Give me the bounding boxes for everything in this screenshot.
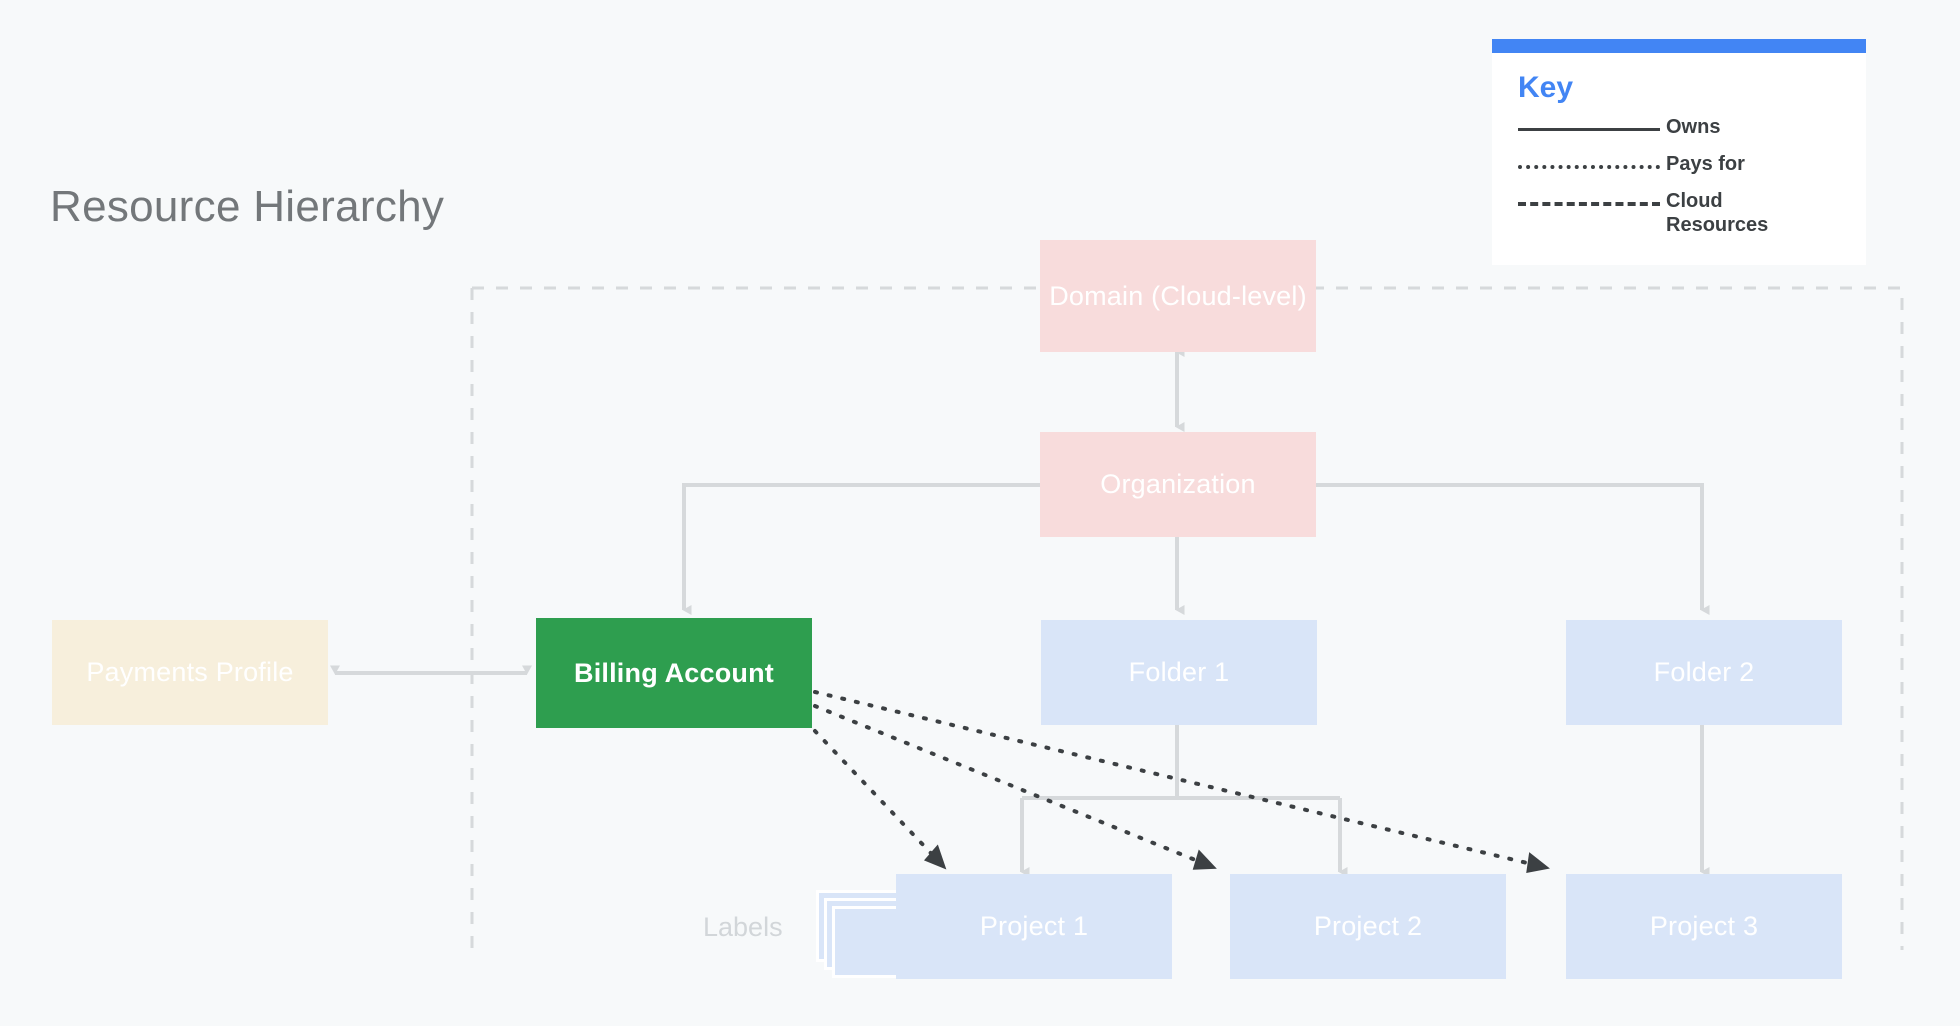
node-project-2-label: Project 2 — [1313, 911, 1423, 942]
node-folder-1-label: Folder 1 — [1128, 657, 1230, 688]
legend-label-pays-for: Pays for — [1666, 153, 1745, 175]
node-folder-2[interactable]: Folder 2 — [1566, 620, 1842, 725]
edge-organization-billing-account — [682, 483, 1040, 615]
dashed-line-icon — [1518, 193, 1666, 215]
legend-row-cloud-resources: Cloud Resources — [1518, 189, 1840, 238]
node-project-1[interactable]: Project 1 — [896, 874, 1172, 979]
edge-billing-pays-project-1 — [813, 729, 947, 870]
solid-line-icon — [1518, 119, 1666, 141]
legend-title: Key — [1518, 71, 1574, 104]
node-folder-2-label: Folder 2 — [1653, 657, 1755, 688]
node-domain-label: Domain (Cloud-level) — [1049, 280, 1307, 311]
node-project-1-label: Project 1 — [979, 911, 1089, 942]
edge-organization-folder-2 — [1315, 483, 1710, 615]
node-project-2[interactable]: Project 2 — [1230, 874, 1506, 979]
node-billing-account-label: Billing Account — [574, 657, 774, 688]
legend-row-owns: Owns — [1518, 115, 1840, 141]
node-folder-1[interactable]: Folder 1 — [1041, 620, 1317, 725]
legend-row-pays-for: Pays for — [1518, 152, 1840, 178]
dotted-line-icon — [1518, 156, 1666, 178]
node-project-3-label: Project 3 — [1649, 911, 1759, 942]
legend-label-cloud-resources: Cloud Resources — [1666, 190, 1769, 237]
legend-body: Key Owns Pays for Cloud Resources — [1492, 53, 1866, 265]
node-organization[interactable]: Organization — [1040, 432, 1316, 537]
legend-panel: Key Owns Pays for Cloud Resources — [1492, 39, 1866, 265]
labels-annotation: Labels — [703, 912, 783, 942]
node-organization-label: Organization — [1100, 469, 1256, 500]
legend-accent-bar — [1492, 39, 1866, 53]
node-payments-profile[interactable]: Payments Profile — [52, 620, 328, 725]
node-project-3[interactable]: Project 3 — [1566, 874, 1842, 979]
node-payments-profile-label: Payments Profile — [86, 657, 294, 688]
legend-label-owns: Owns — [1666, 116, 1721, 138]
page-title: Resource Hierarchy — [50, 182, 445, 231]
node-billing-account[interactable]: Billing Account — [536, 618, 812, 728]
edge-folder-1-projects — [1020, 725, 1348, 877]
node-domain[interactable]: Domain (Cloud-level) — [1040, 240, 1316, 352]
edge-billing-pays-project-2 — [813, 704, 1217, 870]
